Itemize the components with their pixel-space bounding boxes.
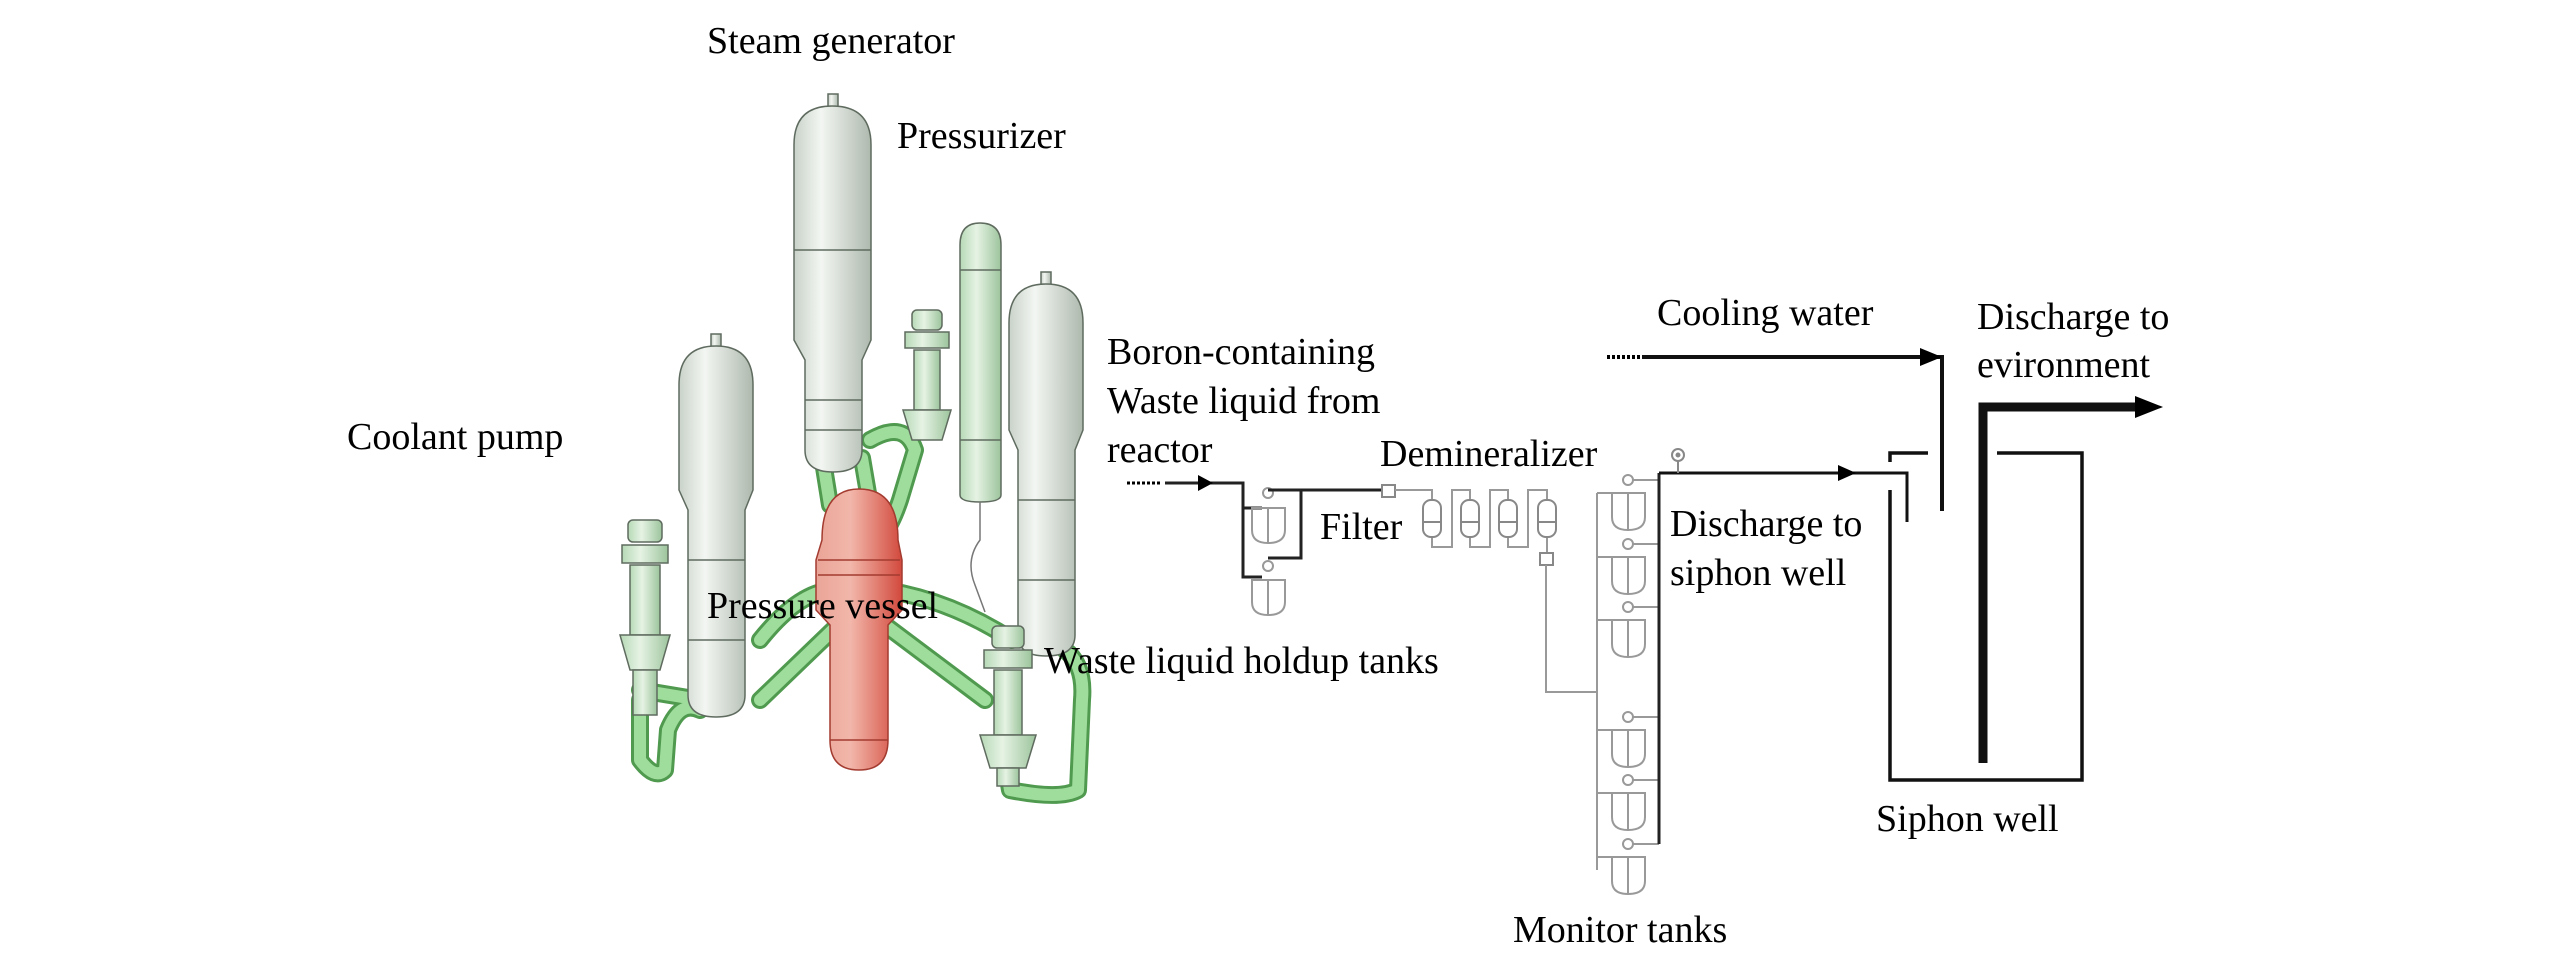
- instrument-icon: [1671, 448, 1685, 473]
- monitor-tank: [1597, 474, 1659, 532]
- steam-generator-center: [793, 93, 872, 473]
- demineralizer-column: [1422, 499, 1442, 538]
- label-inlet-line-1: Boron-containing: [1107, 331, 1376, 373]
- monitor-tank: [1597, 538, 1659, 596]
- inlet-arrow-icon: [1198, 475, 1213, 491]
- reactor-illustration: [619, 93, 1092, 804]
- label-inlet-line-3: reactor: [1107, 429, 1213, 471]
- label-pressure-vessel: Pressure vessel: [707, 585, 939, 627]
- filter-unit: [1381, 484, 1396, 498]
- label-inlet-line-2: Waste liquid from: [1107, 380, 1381, 422]
- label-monitor-tanks: Monitor tanks: [1513, 909, 1728, 951]
- pressure-vessel: [815, 488, 903, 771]
- monitor-tank: [1597, 838, 1659, 896]
- label-demineralizer: Demineralizer: [1380, 433, 1598, 475]
- steam-generator-right: [1008, 271, 1084, 657]
- siphon-well: [1888, 451, 2084, 782]
- coolant-pump-upper-right: [901, 309, 953, 441]
- monitor-tank: [1597, 601, 1659, 659]
- holdup-tank: [1251, 560, 1286, 617]
- monitor-tank: [1597, 774, 1659, 832]
- demineralizer-column: [1537, 499, 1557, 538]
- coolant-pump-lower-right: [978, 625, 1038, 787]
- discharge-environment-line: [1978, 402, 2140, 763]
- holdup-outlet-line: [1268, 488, 1382, 560]
- coolant-pump-left: [619, 519, 671, 716]
- holdup-tank: [1251, 487, 1286, 545]
- label-discharge-env-2: evironment: [1977, 344, 2151, 386]
- coolant-pipes: [631, 423, 1092, 804]
- demineralizer-column: [1460, 499, 1480, 538]
- label-discharge-siphon-1: Discharge to: [1670, 503, 1863, 545]
- label-coolant-pump: Coolant pump: [347, 416, 564, 458]
- cooling-water-line: [1642, 355, 1944, 511]
- demineralizer-outlet-box: [1539, 552, 1554, 566]
- label-steam-generator: Steam generator: [707, 20, 955, 62]
- cooling-water-arrow-icon: [1920, 348, 1942, 366]
- label-discharge-siphon-2: siphon well: [1670, 552, 1847, 594]
- inlet-line: [1165, 481, 1262, 579]
- discharge-siphon-line: [1659, 471, 1909, 522]
- label-pressurizer: Pressurizer: [897, 115, 1066, 157]
- pressurizer: [959, 222, 1002, 613]
- monitor-tank: [1597, 711, 1659, 769]
- label-discharge-env-1: Discharge to: [1977, 296, 2170, 338]
- steam-generator-left: [678, 333, 754, 718]
- demineralizer-column: [1498, 499, 1518, 538]
- label-cooling-water: Cooling water: [1657, 292, 1874, 334]
- demineralizer-piping: [1395, 489, 1548, 553]
- discharge-environment-arrow-icon: [2135, 396, 2163, 418]
- monitor-tank-group: [1597, 474, 1659, 896]
- treatment-schematic: [1127, 348, 2163, 896]
- label-filter: Filter: [1320, 506, 1403, 548]
- monitor-inlet-line: [1545, 493, 1598, 870]
- discharge-siphon-arrow-icon: [1838, 465, 1856, 481]
- label-holdup-tanks: Waste liquid holdup tanks: [1044, 640, 1439, 682]
- label-siphon-well: Siphon well: [1876, 798, 2059, 840]
